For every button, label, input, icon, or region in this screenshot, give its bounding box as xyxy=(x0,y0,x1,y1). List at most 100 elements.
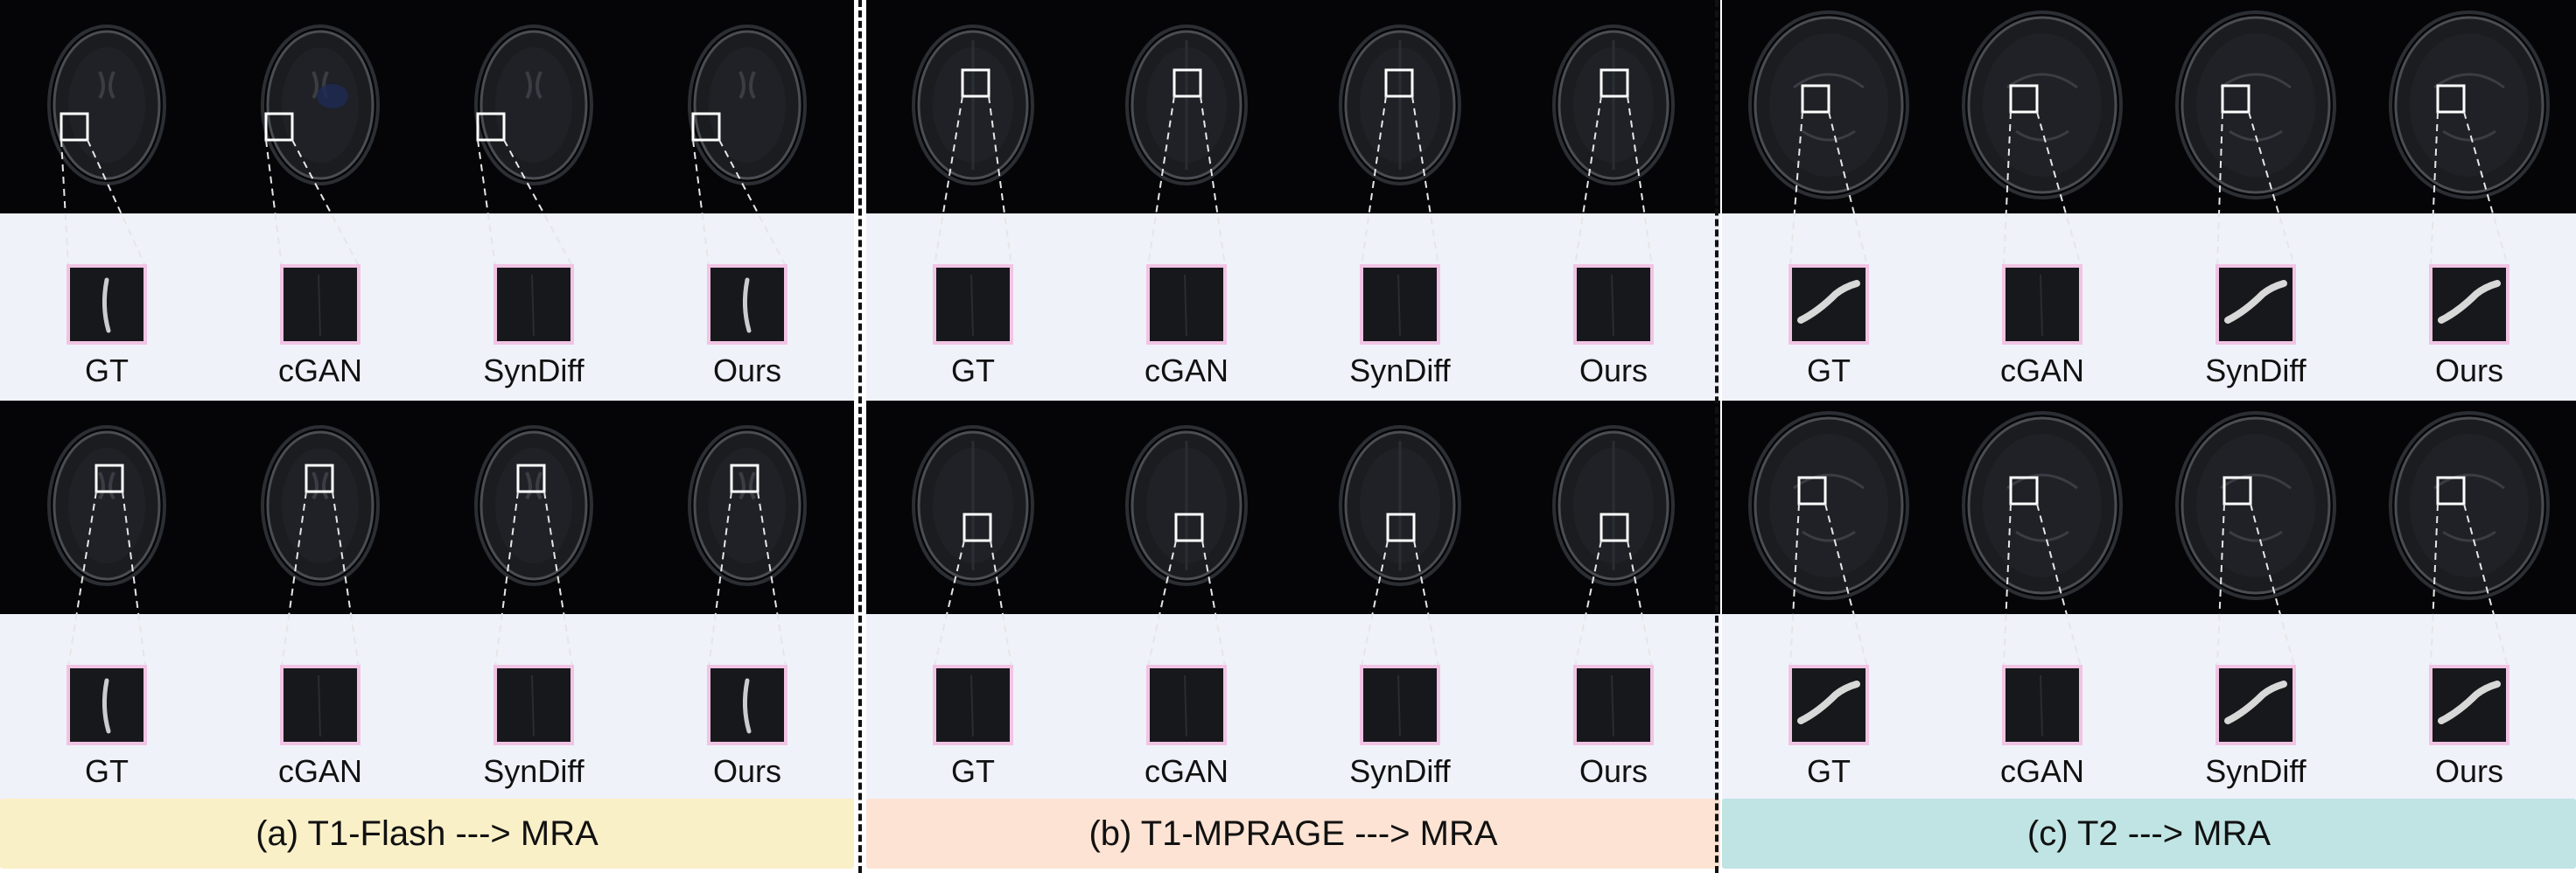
brain-scan-slice xyxy=(2389,10,2550,199)
zoom-crop xyxy=(707,264,788,345)
zoom-leader-line xyxy=(332,491,360,667)
method-label: cGAN xyxy=(277,353,362,388)
panel-divider xyxy=(858,0,862,873)
zoom-region-box xyxy=(60,112,89,142)
brain-scan-slice xyxy=(2175,411,2336,600)
zoom-region-box xyxy=(1600,513,1629,542)
zoom-leader-line xyxy=(757,491,787,667)
zoom-region-box xyxy=(1801,84,1830,114)
zoom-leader-line xyxy=(87,139,146,267)
zoom-crop xyxy=(933,264,1013,345)
zoom-leader-line xyxy=(1361,540,1389,667)
zoom-crop xyxy=(1360,665,1440,745)
zoom-leader-line xyxy=(122,491,146,667)
zoom-region-box xyxy=(304,464,334,493)
method-label: SynDiff xyxy=(2205,753,2306,789)
brain-scan-slice xyxy=(1552,425,1675,586)
zoom-region-box xyxy=(516,464,546,493)
method-label: Ours xyxy=(2434,753,2503,789)
zoom-region-box xyxy=(1386,513,1416,542)
zoom-region-box xyxy=(1384,68,1414,98)
scan-overlay xyxy=(912,24,1675,267)
zoom-region-box xyxy=(730,464,760,493)
method-label: GT xyxy=(1807,353,1851,388)
zoom-region-box xyxy=(962,513,992,542)
brain-scan-slice xyxy=(474,425,593,586)
zoom-leader-line xyxy=(2003,111,2012,267)
method-label: Ours xyxy=(1578,753,1648,789)
zoom-leader-line xyxy=(60,139,69,267)
zoom-leader-line xyxy=(67,491,97,667)
zoom-region-box xyxy=(476,112,506,142)
brain-scan-slice xyxy=(47,425,166,586)
zoom-region-box xyxy=(1174,513,1204,542)
zoom-leader-line xyxy=(1147,95,1175,267)
method-label: Ours xyxy=(712,753,781,789)
zoom-leader-line xyxy=(2463,111,2509,267)
zoom-leader-line xyxy=(1201,540,1226,667)
brain-scan-slice xyxy=(1748,411,1909,600)
brain-scan-slice xyxy=(1552,24,1675,185)
zoom-crop xyxy=(933,665,1013,745)
zoom-leader-line xyxy=(934,540,965,667)
panel-divider xyxy=(1715,0,1718,873)
zoom-region-box xyxy=(2009,84,2039,114)
brain-scan-slice xyxy=(912,24,1034,185)
zoom-region-box xyxy=(1797,476,1827,506)
zoom-leader-line xyxy=(1361,95,1387,267)
zoom-leader-line xyxy=(1411,95,1439,267)
zoom-crop xyxy=(1146,665,1227,745)
zoom-crop xyxy=(1573,264,1654,345)
scan-overlay xyxy=(47,24,807,267)
method-label: cGAN xyxy=(1999,353,2084,388)
brain-scan-slice xyxy=(912,425,1034,586)
zoom-region-box xyxy=(2436,476,2466,506)
zoom-leader-line xyxy=(1789,503,1800,667)
zoom-leader-line xyxy=(2036,111,2082,267)
scan-overlay xyxy=(47,425,807,667)
zoom-leader-line xyxy=(692,139,710,267)
zoom-crop xyxy=(66,665,147,745)
method-label: cGAN xyxy=(1999,753,2084,789)
zoom-region-box xyxy=(2222,476,2252,506)
panel-caption: (a) T1-Flash ---> MRA xyxy=(0,799,854,869)
zoom-crop xyxy=(707,665,788,745)
brain-scan-slice xyxy=(47,24,166,185)
method-label: Ours xyxy=(2434,353,2503,388)
brain-scan-slice xyxy=(261,24,380,185)
zoom-leader-line xyxy=(281,491,307,667)
zoom-leader-line xyxy=(2430,503,2439,667)
method-label: GT xyxy=(85,353,129,388)
scan-overlay xyxy=(912,425,1675,667)
method-label: SynDiff xyxy=(2205,353,2306,388)
method-label: cGAN xyxy=(277,753,362,789)
method-label: SynDiff xyxy=(483,753,584,789)
zoom-crop xyxy=(280,665,360,745)
zoom-leader-line xyxy=(2463,503,2509,667)
zoom-leader-line xyxy=(990,540,1012,667)
method-label: Ours xyxy=(712,353,781,388)
method-label: Ours xyxy=(1578,353,1648,388)
zoom-leader-line xyxy=(1828,111,1868,267)
zoom-region-box xyxy=(264,112,294,142)
zoom-crop xyxy=(1788,264,1869,345)
zoom-crop xyxy=(1360,264,1440,345)
brain-scan-slice xyxy=(2175,10,2336,199)
zoom-region-box xyxy=(691,112,721,142)
method-label: SynDiff xyxy=(1349,353,1451,388)
scan-overlay xyxy=(1748,411,2550,667)
brain-scan-slice xyxy=(1125,425,1248,586)
zoom-leader-line xyxy=(2250,503,2295,667)
method-label: cGAN xyxy=(1144,353,1228,388)
zoom-leader-line xyxy=(1147,540,1177,667)
brain-scan-slice xyxy=(1962,10,2123,199)
method-label: SynDiff xyxy=(483,353,584,388)
scan-overlay xyxy=(1748,10,2550,267)
zoom-crop xyxy=(494,264,574,345)
method-label: GT xyxy=(951,753,995,789)
zoom-leader-line xyxy=(2430,111,2439,267)
